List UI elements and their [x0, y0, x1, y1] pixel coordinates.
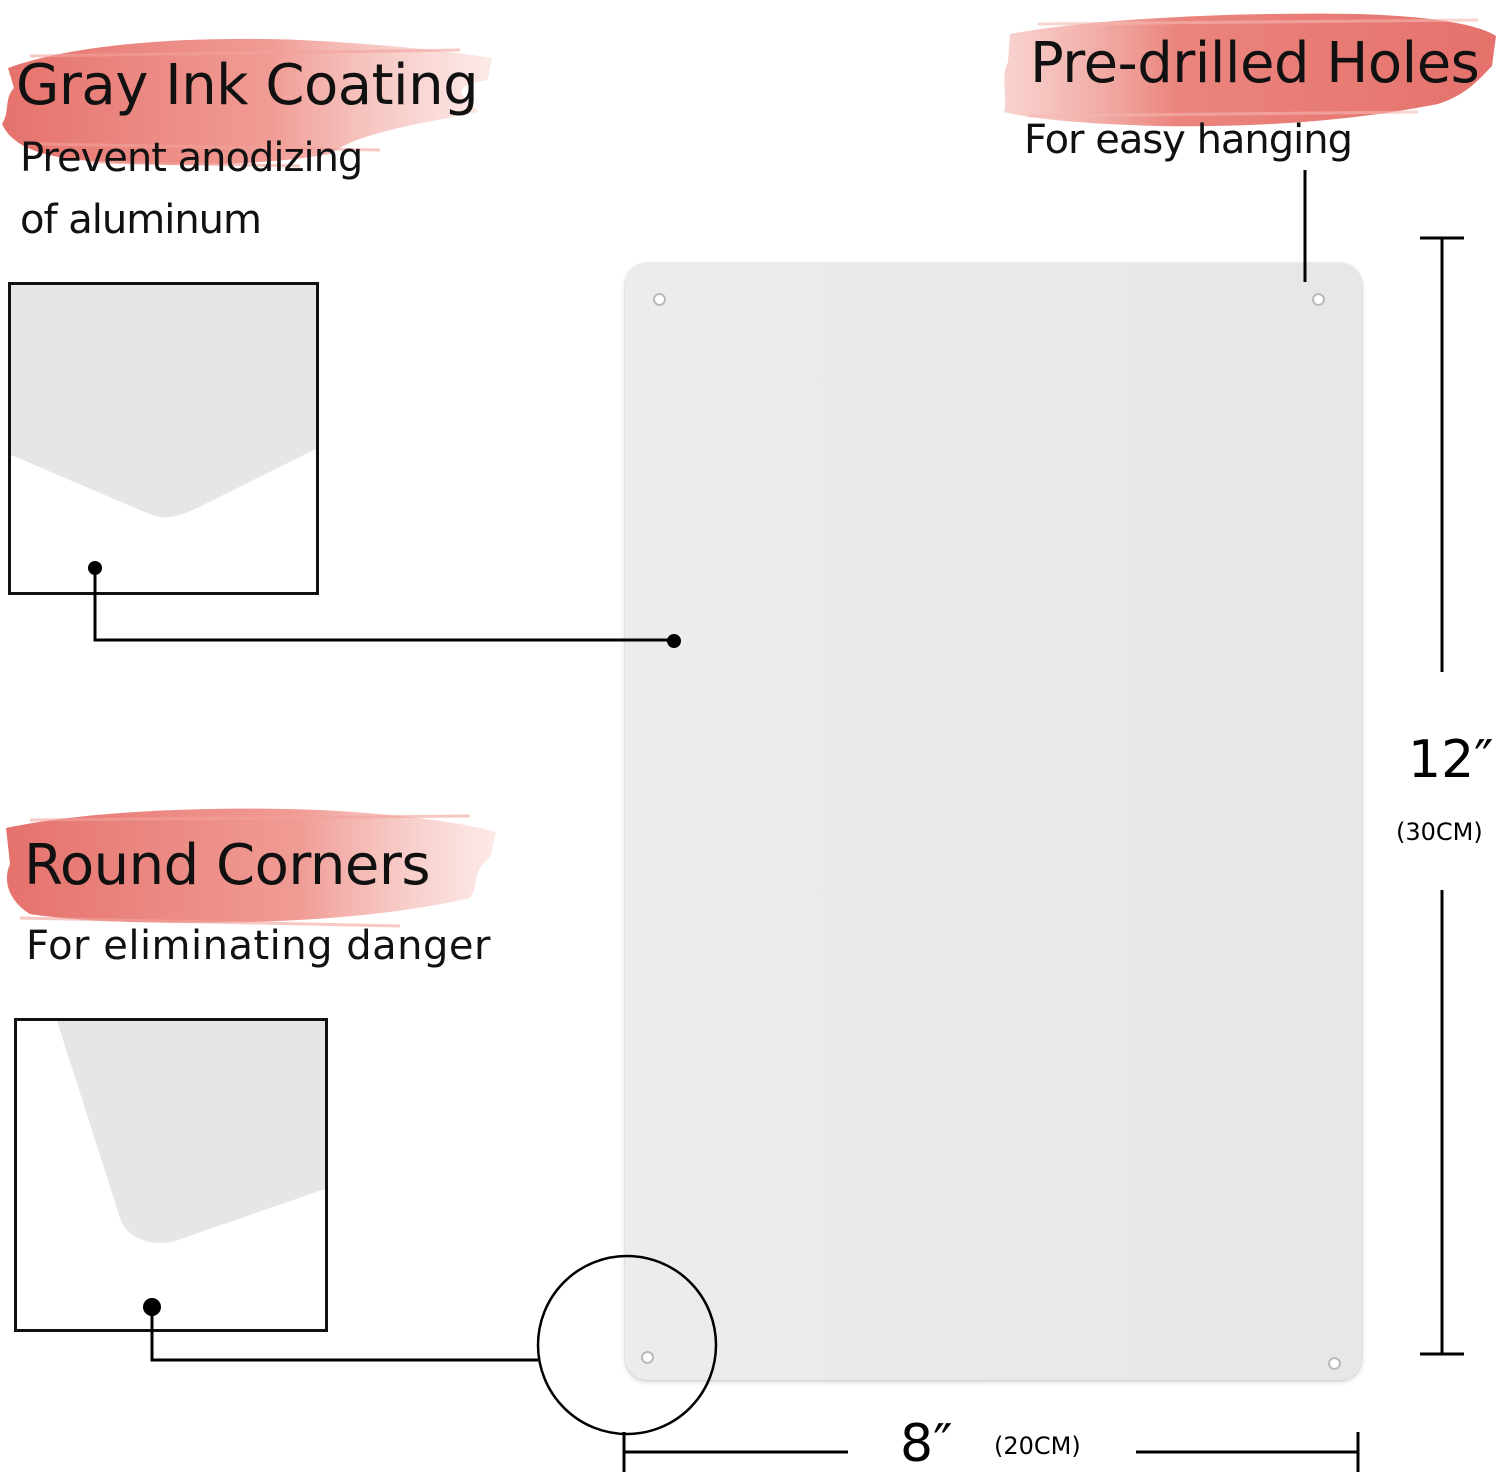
brush-stroke-corners	[6, 808, 496, 928]
corners-title: Round Corners	[24, 833, 431, 898]
holes-desc: For easy hanging	[1024, 117, 1353, 163]
height-dimension-line	[1420, 236, 1464, 1356]
height-cm-label: (30CM)	[1396, 818, 1483, 846]
round-corner-detail-box	[14, 1018, 328, 1332]
gray-ink-desc-line1: Prevent anodizing	[20, 135, 363, 181]
holes-title: Pre-drilled Holes	[1030, 31, 1480, 96]
gray-ink-detail-box	[8, 282, 319, 595]
mounting-hole-top-right	[1312, 293, 1325, 306]
round-corner-detail	[57, 1021, 325, 1243]
brush-stroke-gray-ink	[2, 38, 492, 168]
brush-stroke-holes	[1004, 13, 1496, 127]
gray-ink-desc-line2: of aluminum	[20, 197, 262, 243]
height-inches-label: 12″	[1408, 730, 1494, 790]
coated-edge-detail	[11, 285, 316, 518]
aluminum-sign-blank	[625, 263, 1362, 1380]
mounting-hole-top-left	[653, 293, 666, 306]
width-inches-label: 8″	[900, 1414, 953, 1474]
mounting-hole-bottom-right	[1328, 1357, 1341, 1370]
gray-ink-title: Gray Ink Coating	[16, 53, 479, 118]
corners-desc: For eliminating danger	[26, 923, 491, 969]
mounting-hole-bottom-left	[641, 1351, 654, 1364]
width-dimension-line	[622, 1432, 1360, 1472]
width-cm-label: (20CM)	[994, 1432, 1081, 1460]
